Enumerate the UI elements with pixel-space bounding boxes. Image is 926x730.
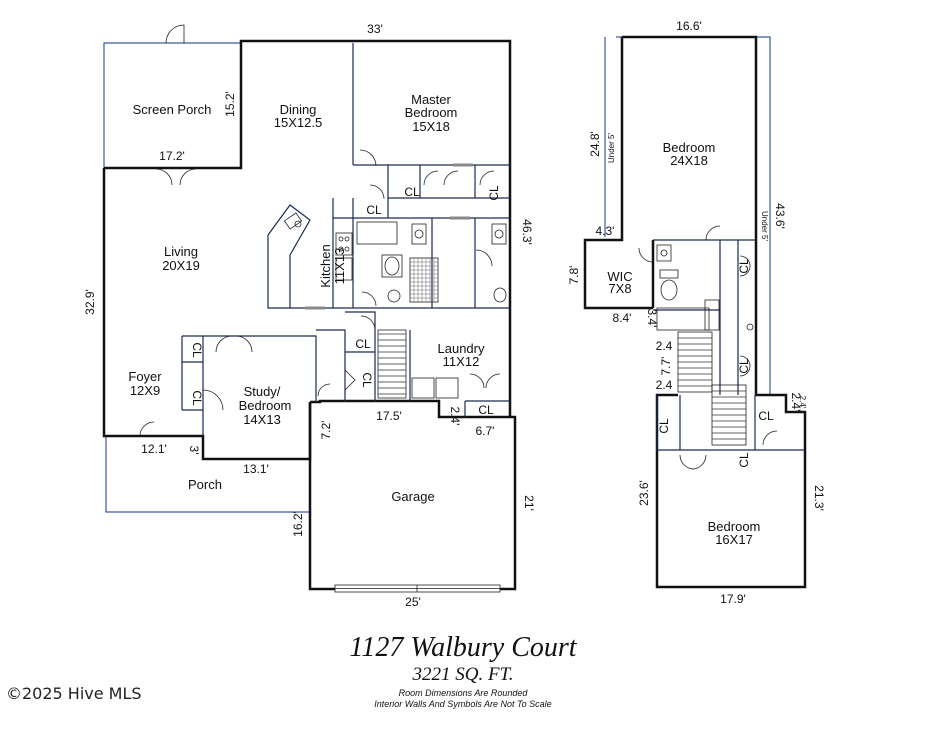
room-study-size: 14X13	[243, 412, 281, 427]
dim-right-side: 46.3'	[520, 219, 534, 245]
dim-wic-side: 7.8'	[567, 266, 581, 285]
dim-garage-step: 2.4'	[448, 407, 462, 426]
room-bedroom-lower: Bedroom	[708, 519, 761, 534]
plan-note-scale: Interior Walls And Symbols Are Not To Sc…	[374, 699, 552, 709]
closet-label: CL	[737, 258, 751, 274]
dim-laundry-bottom: 6.7'	[476, 424, 495, 438]
first-floor-closet-labels: CL CL CL CL CL CL CL CL	[190, 185, 501, 417]
dim-screen-porch-bottom: 17.2'	[159, 149, 185, 163]
dim-garage-top: 17.5'	[376, 409, 402, 423]
room-dining: Dining	[280, 102, 317, 117]
dim-bedroom-left: 23.6'	[637, 480, 651, 506]
dim-bedroom-right: 21.3'	[812, 485, 826, 511]
closet-label: CL	[737, 452, 751, 468]
closet-label: CL	[360, 372, 374, 388]
room-master-bedroom-size: 15X18	[412, 119, 450, 134]
room-porch: Porch	[188, 477, 222, 492]
room-master-bedroom-2: Bedroom	[405, 105, 458, 120]
dim-foyer-step: 3'	[187, 446, 201, 455]
room-laundry: Laundry	[438, 341, 485, 356]
dim-garage-left-top: 7.2'	[319, 421, 333, 440]
dim-step-a: 3.4'	[645, 309, 659, 328]
dim-study-bottom: 13.1'	[243, 462, 269, 476]
room-study: Study/	[244, 384, 281, 399]
dim-right-step: 2.4'	[789, 393, 803, 412]
room-kitchen: Kitchen	[318, 244, 333, 287]
room-bedroom-upper-size: 24X18	[670, 153, 708, 168]
room-foyer: Foyer	[128, 369, 162, 384]
dim-garage-left: 16.2'	[291, 511, 305, 537]
room-laundry-size: 11X12	[443, 354, 480, 369]
plan-square-footage: 3221 SQ. FT.	[412, 664, 514, 685]
first-floor-plan	[102, 24, 517, 593]
closet-label: CL	[737, 358, 751, 374]
dim-upper-left: 24.8'	[588, 131, 602, 157]
dim-stair-a: 2.4	[656, 339, 673, 353]
dim-bedroom-bottom: 17.9'	[720, 592, 746, 606]
room-garage: Garage	[391, 489, 434, 504]
room-dining-size: 15X12.5	[274, 115, 322, 130]
second-floor-room-labels: Bedroom 24X18 WIC 7X8 Bedroom 16X17	[607, 140, 760, 547]
closet-label: CL	[657, 418, 671, 434]
second-floor-closet-labels: CL CL CL CL CL	[657, 258, 774, 468]
room-bedroom-upper: Bedroom	[663, 140, 716, 155]
closet-label: CL	[190, 390, 204, 406]
room-master-bedroom: Master	[411, 92, 451, 107]
mls-watermark: ©2025 Hive MLS	[6, 684, 142, 703]
dim-wic-top: 4.3'	[596, 224, 615, 238]
dim-right-step-b: 2.4'	[798, 396, 807, 409]
first-floor-room-labels: Screen Porch Dining 15X12.5 Master Bedro…	[128, 92, 485, 504]
closet-label: CL	[190, 342, 204, 358]
dim-screen-porch-side: 15.2'	[223, 91, 237, 117]
note-under5-right: Under 5'	[760, 211, 769, 241]
second-floor-dimensions: 16.6' 24.8' Under 5' 43.6' Under 5' 4.3'…	[567, 19, 826, 606]
dim-stair-b: 7.7'	[659, 357, 673, 376]
closet-label: CL	[478, 403, 494, 417]
room-study-2: Bedroom	[239, 398, 292, 413]
dim-garage-bottom: 25'	[405, 595, 421, 609]
closet-label: CL	[366, 203, 382, 217]
dim-top: 33'	[367, 22, 383, 36]
note-under5-left: Under 5'	[607, 133, 616, 163]
room-kitchen-size: 11X13	[332, 248, 347, 285]
closet-label: CL	[758, 409, 774, 423]
dim-upper-top: 16.6'	[676, 19, 702, 33]
dim-garage-right: 21'	[522, 495, 536, 511]
room-foyer-size: 12X9	[130, 383, 160, 398]
plan-address-title: 1127 Walbury Court	[349, 632, 577, 663]
dim-wic-bottom: 8.4'	[613, 311, 632, 325]
room-living: Living	[164, 244, 198, 259]
dim-stair-c: 2.4	[656, 378, 673, 392]
second-floor-plan	[583, 35, 807, 589]
closet-label: CL	[404, 185, 420, 199]
first-floor-dimensions: 33' 15.2' 17.2' 46.3' 32.9' 12.1' 3' 13.…	[83, 22, 536, 609]
room-screen-porch: Screen Porch	[133, 102, 212, 117]
dim-left-side: 32.9'	[83, 289, 97, 315]
room-living-size: 20X19	[162, 258, 200, 273]
room-bedroom-lower-size: 16X17	[715, 532, 753, 547]
closet-label: CL	[355, 337, 371, 351]
room-wic: WIC	[607, 269, 632, 284]
plan-note-rounded: Room Dimensions Are Rounded	[398, 688, 528, 698]
dim-foyer-bottom: 12.1'	[141, 442, 167, 456]
dim-upper-right: 43.6'	[773, 203, 787, 229]
closet-label: CL	[487, 185, 501, 201]
room-wic-size: 7X8	[608, 281, 631, 296]
